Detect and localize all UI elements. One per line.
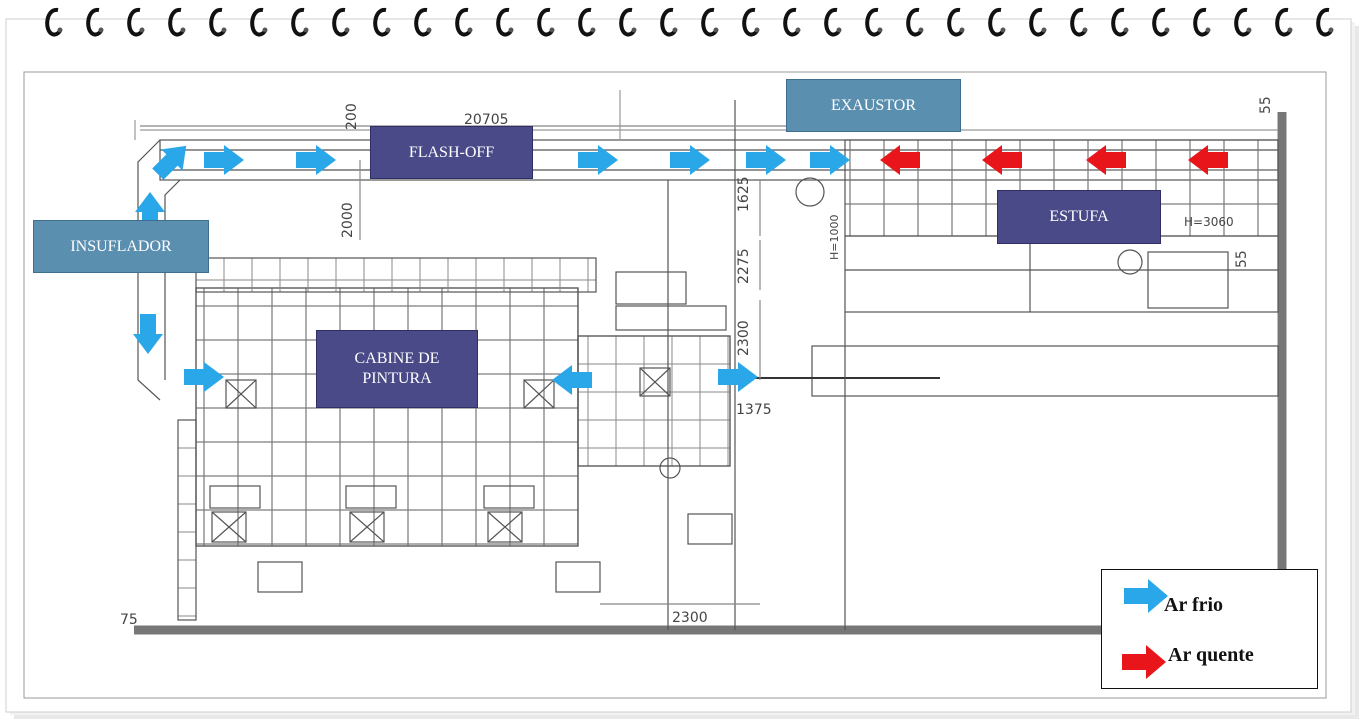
insuflador-text: INSUFLADOR [70,237,172,255]
cold-air-arrow-icon [746,145,786,175]
binding-hole [795,27,801,33]
binding-hole [508,27,514,33]
hot-air-arrow-icon [1086,145,1126,175]
cold-air-arrow-icon [296,145,336,175]
insuflador-label: INSUFLADOR [33,220,209,273]
legend-hot-arrow-icon [1122,645,1166,679]
binding-hole [1082,27,1088,33]
binding-hole [549,27,555,33]
dim-75: 75 [120,612,138,628]
dim-20705: 20705 [464,112,509,128]
cold-air-arrow-icon [810,145,850,175]
legend-cold-label: Ar frio [1164,594,1224,616]
cabine-text-line2: PINTURA [362,370,432,387]
binding-hole [57,27,63,33]
legend-hot-label: Ar quente [1168,644,1254,666]
dim-2300-vertical: 2300 [736,320,752,356]
dim-55: 55 [1258,96,1274,114]
cold-air-arrow-icon [718,362,758,392]
cold-air-arrow-icon [552,365,592,395]
dim-55b: 55 [1234,250,1250,268]
binding-hole [1123,27,1129,33]
binding-hole [98,27,104,33]
binding-hole [754,27,760,33]
hot-air-arrow-icon [880,145,920,175]
cold-air-arrow-icon [184,362,224,392]
cold-air-arrow-icon [204,145,244,175]
hot-air-arrow-icon [1188,145,1228,175]
legend: Ar frio Ar quente [1101,569,1318,689]
binding-hole [1164,27,1170,33]
dim-1375: 1375 [736,402,772,418]
legend-cold-arrow-icon [1124,579,1168,613]
binding-hole [877,27,883,33]
dim-2275: 2275 [736,248,752,284]
binding-hole [1328,27,1334,33]
cabine-label: CABINE DE PINTURA [316,330,478,408]
cold-air-arrow-icon [152,145,187,180]
spiral-binding [45,7,1334,37]
binding-hole [139,27,145,33]
binding-hole [303,27,309,33]
hot-air-arrow-icon [982,145,1022,175]
estufa-label: ESTUFA [997,190,1161,244]
binding-hole [590,27,596,33]
binding-hole [262,27,268,33]
cold-air-arrow-icon [670,145,710,175]
height-note-2: H=1000 [828,215,841,260]
binding-hole [1041,27,1047,33]
binding-hole [1205,27,1211,33]
dimension-labels: 20705 200 2000 1625 2275 2300 1375 2300 … [120,96,1274,628]
binding-hole [631,27,637,33]
binding-hole [344,27,350,33]
binding-hole [1000,27,1006,33]
cold-air-arrow-icon [133,314,163,354]
cabine-text-line1: CABINE DE [354,350,440,367]
binding-hole [836,27,842,33]
flash-off-label: FLASH-OFF [370,126,533,179]
binding-hole [1287,27,1293,33]
dim-2000: 2000 [340,202,356,238]
binding-hole [180,27,186,33]
binding-hole [918,27,924,33]
flash-off-text: FLASH-OFF [408,143,495,161]
exaustor-text: EXAUSTOR [830,96,917,114]
binding-hole [959,27,965,33]
dim-2300-horizontal: 2300 [672,610,708,626]
binding-hole [713,27,719,33]
binding-hole [385,27,391,33]
estufa-text: ESTUFA [1049,208,1109,225]
binding-hole [467,27,473,33]
binding-hole [426,27,432,33]
dim-1625: 1625 [736,176,752,212]
dim-200: 200 [344,103,360,130]
binding-hole [1246,27,1252,33]
cold-air-arrow-icon [578,145,618,175]
binding-hole [221,27,227,33]
exaustor-label: EXAUSTOR [786,79,961,132]
height-note: H=3060 [1184,215,1234,229]
binding-hole [672,27,678,33]
